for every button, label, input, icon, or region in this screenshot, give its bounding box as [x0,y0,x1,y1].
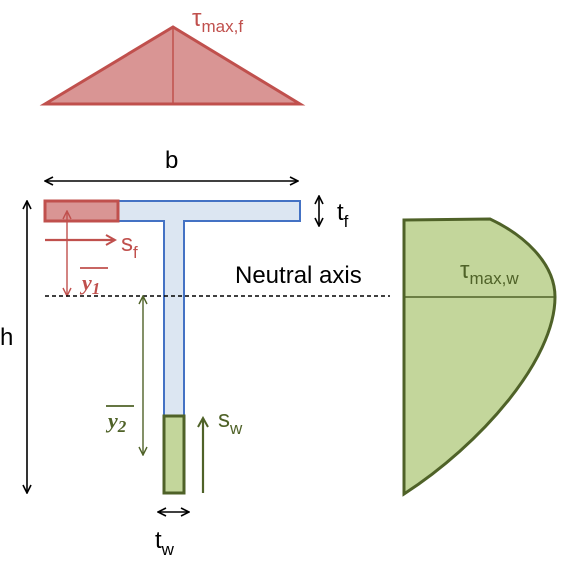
y1-label: y1 [79,267,108,298]
tw-label: tw [155,527,175,559]
web-shaded-region [162,414,186,495]
tau-max-w-label: τmax,w [460,257,519,288]
b-label: b [165,147,178,174]
flange-shear-distribution [39,25,306,106]
flange-shaded-region [43,199,120,223]
web-shear-distribution [402,217,557,497]
tf-label: tf [337,199,349,231]
tau-max-f-label: τmax,f [192,5,243,36]
h-label: h [0,324,13,351]
neutral-axis-label: Neutral axis [235,262,362,289]
sw-label: sw [218,406,243,438]
y2-label: y2 [105,405,134,436]
svg-text:y1: y1 [79,270,100,298]
sf-label: sf [121,230,138,262]
svg-text:y2: y2 [105,408,127,436]
